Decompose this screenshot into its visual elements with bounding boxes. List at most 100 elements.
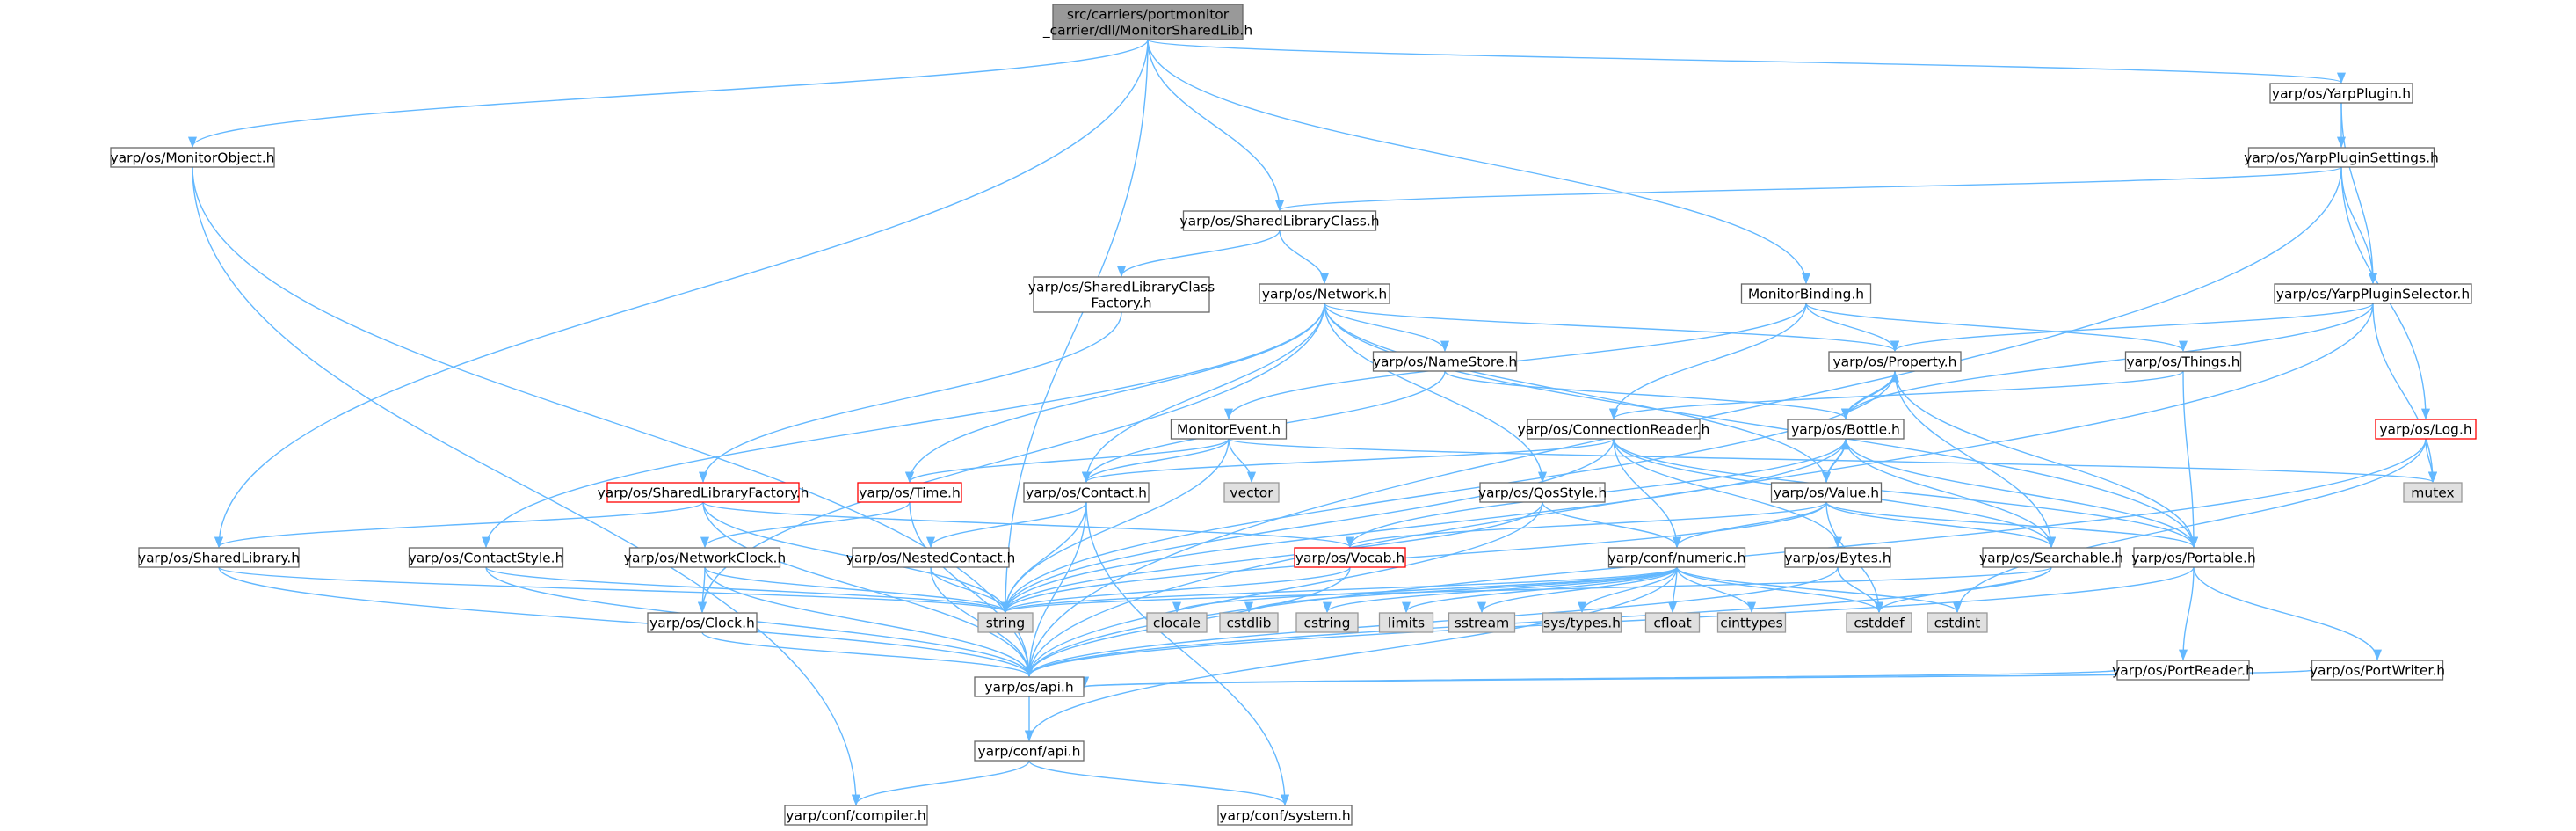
node-box-root xyxy=(1052,4,1244,40)
node-label-portable: yarp/os/Portable.h xyxy=(2131,550,2256,566)
edge-connreader-to-string xyxy=(1001,438,1615,614)
node-mutex: mutex xyxy=(2403,482,2463,503)
node-qosstyle[interactable]: yarp/os/QosStyle.h xyxy=(1478,482,1607,503)
edge-netclock-to-clock xyxy=(697,566,707,614)
node-things[interactable]: yarp/os/Things.h xyxy=(2124,351,2242,372)
node-namestore[interactable]: yarp/os/NameStore.h xyxy=(1373,351,1517,372)
edge-numeric-to-cfloat xyxy=(1667,566,1678,614)
edge-qosstyle-to-numeric xyxy=(1542,501,1681,549)
edge-network-to-portable xyxy=(1324,303,2198,549)
node-slibclass[interactable]: yarp/os/SharedLibraryClass.h xyxy=(1179,210,1380,231)
node-portable[interactable]: yarp/os/Portable.h xyxy=(2131,547,2256,568)
node-contact[interactable]: yarp/os/Contact.h xyxy=(1023,482,1150,503)
edge-numeric-to-clocale xyxy=(1172,566,1678,614)
edge-network-to-contactstyle xyxy=(482,303,1325,549)
node-system[interactable]: yarp/conf/system.h xyxy=(1217,805,1353,826)
node-clock[interactable]: yarp/os/Clock.h xyxy=(647,612,758,633)
node-nestedcontact[interactable]: yarp/os/NestedContact.h xyxy=(846,547,1016,568)
edge-monbind-to-monevent xyxy=(1224,303,1807,420)
node-string: string xyxy=(977,612,1034,633)
node-box-cstdlib xyxy=(1219,612,1279,633)
node-box-vector xyxy=(1223,482,1280,503)
edge-log-to-mutex xyxy=(2425,438,2438,484)
node-label-slcf-line1: Factory.h xyxy=(1091,295,1151,311)
node-label-connreader: yarp/os/ConnectionReader.h xyxy=(1518,422,1710,438)
node-box-bottle xyxy=(1787,419,1905,440)
node-label-time: yarp/os/Time.h xyxy=(859,485,961,501)
node-log[interactable]: yarp/os/Log.h xyxy=(2375,419,2477,440)
node-box-mutex xyxy=(2403,482,2463,503)
node-box-ypselector xyxy=(2274,283,2472,304)
node-label-nestedcontact: yarp/os/NestedContact.h xyxy=(846,550,1016,566)
node-box-contactstyle xyxy=(408,547,564,568)
edge-property-to-searchable xyxy=(1894,370,2057,549)
edge-vocab-to-string xyxy=(1001,566,1351,614)
node-monobj[interactable]: yarp/os/MonitorObject.h xyxy=(110,147,275,168)
edge-monbind-to-connreader xyxy=(1609,303,1807,420)
edge-root-to-string xyxy=(1000,39,1149,614)
edge-ypselector-to-property xyxy=(1890,303,2374,353)
edge-confapi-to-system xyxy=(1028,760,1289,806)
node-bytes[interactable]: yarp/os/Bytes.h xyxy=(1784,547,1891,568)
edge-monobj-to-compiler xyxy=(192,166,861,806)
node-label-log: yarp/os/Log.h xyxy=(2379,422,2471,438)
edge-clock-to-osapi xyxy=(701,631,1034,678)
node-monbind[interactable]: MonitorBinding.h xyxy=(1740,283,1872,304)
node-bottle[interactable]: yarp/os/Bottle.h xyxy=(1787,419,1905,440)
node-slfactory[interactable]: yarp/os/SharedLibraryFactory.h xyxy=(598,482,809,503)
node-label-clock: yarp/os/Clock.h xyxy=(649,616,755,631)
edge-network-to-value xyxy=(1324,303,1831,484)
edge-portable-to-portreader xyxy=(2178,566,2195,661)
node-root[interactable]: src/carriers/portmonitor_carrier/dll/Mon… xyxy=(1042,4,1252,40)
node-ypsettings[interactable]: yarp/os/YarpPluginSettings.h xyxy=(2244,147,2439,168)
edge-root-to-slibrary xyxy=(214,39,1149,549)
node-box-vocab xyxy=(1294,547,1406,568)
node-network[interactable]: yarp/os/Network.h xyxy=(1259,283,1390,304)
node-confapi[interactable]: yarp/conf/api.h xyxy=(974,740,1085,762)
node-searchable[interactable]: yarp/os/Searchable.h xyxy=(1979,547,2123,568)
node-label-netclock: yarp/os/NetworkClock.h xyxy=(624,550,786,566)
edge-monbind-to-things xyxy=(1805,303,2188,353)
node-contactstyle[interactable]: yarp/os/ContactStyle.h xyxy=(408,547,564,568)
node-box-monobj xyxy=(110,147,275,168)
node-label-compiler: yarp/conf/compiler.h xyxy=(786,808,925,824)
edge-property-to-string xyxy=(1001,370,1896,614)
edge-value-to-vocab xyxy=(1346,501,1827,549)
node-vocab[interactable]: yarp/os/Vocab.h xyxy=(1294,547,1406,568)
node-portwriter[interactable]: yarp/os/PortWriter.h xyxy=(2310,660,2445,681)
node-label-cstdlib: cstdlib xyxy=(1227,616,1272,631)
node-box-portreader xyxy=(2116,660,2250,681)
node-numeric[interactable]: yarp/conf/numeric.h xyxy=(1608,547,1746,568)
node-monevent[interactable]: MonitorEvent.h xyxy=(1170,419,1288,440)
node-portreader[interactable]: yarp/os/PortReader.h xyxy=(2112,660,2254,681)
node-yplugin[interactable]: yarp/os/YarpPlugin.h xyxy=(2269,83,2413,104)
edge-slfactory-to-vocab xyxy=(702,501,1354,549)
node-box-compiler xyxy=(784,805,928,826)
node-label-yplugin: yarp/os/YarpPlugin.h xyxy=(2272,86,2411,102)
node-label-network: yarp/os/Network.h xyxy=(1262,287,1387,303)
node-label-contactstyle: yarp/os/ContactStyle.h xyxy=(409,550,564,566)
node-time[interactable]: yarp/os/Time.h xyxy=(857,482,962,503)
node-compiler[interactable]: yarp/conf/compiler.h xyxy=(784,805,928,826)
edge-numeric-to-cstdlib xyxy=(1244,566,1678,614)
edge-monevent-to-vector xyxy=(1228,438,1257,484)
node-label-confapi: yarp/conf/api.h xyxy=(977,744,1080,760)
node-netclock[interactable]: yarp/os/NetworkClock.h xyxy=(624,547,786,568)
node-property[interactable]: yarp/os/Property.h xyxy=(1828,351,1962,372)
node-label-qosstyle: yarp/os/QosStyle.h xyxy=(1478,485,1607,501)
node-box-searchable xyxy=(1982,547,2121,568)
node-connreader[interactable]: yarp/os/ConnectionReader.h xyxy=(1518,419,1710,440)
edge-numeric-to-sstream xyxy=(1477,566,1678,614)
node-value[interactable]: yarp/os/Value.h xyxy=(1770,482,1883,503)
edge-slfactory-to-osapi xyxy=(702,501,1034,678)
edge-ypsettings-to-slibclass xyxy=(1275,166,2342,212)
node-box-time xyxy=(857,482,962,503)
node-box-cstdint xyxy=(1927,612,1988,633)
node-label-ypselector: yarp/os/YarpPluginSelector.h xyxy=(2276,287,2470,303)
node-label-value: yarp/os/Value.h xyxy=(1774,485,1879,501)
edge-root-to-monbind xyxy=(1147,39,1810,285)
node-osapi[interactable]: yarp/os/api.h xyxy=(974,676,1085,697)
node-slibrary[interactable]: yarp/os/SharedLibrary.h xyxy=(138,547,300,568)
node-ypselector[interactable]: yarp/os/YarpPluginSelector.h xyxy=(2274,283,2472,304)
